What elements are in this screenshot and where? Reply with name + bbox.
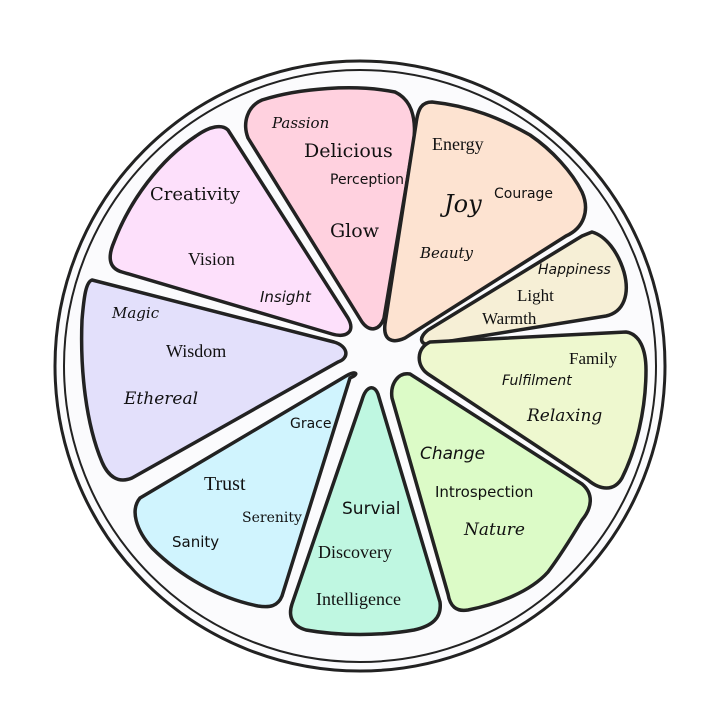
word-passion: Passion	[271, 114, 329, 132]
segment-cream	[419, 230, 628, 347]
word-discovery: Discovery	[318, 542, 392, 562]
word-ethereal: Ethereal	[123, 389, 198, 409]
word-happiness: Happiness	[538, 262, 611, 278]
word-trust: Trust	[204, 473, 246, 495]
word-glow: Glow	[330, 220, 380, 242]
word-survial: Survial	[342, 499, 400, 519]
segment-magenta	[108, 124, 353, 337]
word-creativity: Creativity	[150, 184, 241, 205]
word-grace: Grace	[290, 416, 332, 432]
word-courage: Courage	[494, 186, 553, 202]
word-beauty: Beauty	[419, 244, 474, 262]
word-light: Light	[517, 286, 554, 305]
word-intelligence: Intelligence	[316, 589, 401, 609]
word-introspection: Introspection	[435, 483, 533, 501]
word-serenity: Serenity	[242, 510, 302, 526]
segment-yellow-green	[417, 330, 648, 490]
word-energy: Energy	[432, 134, 484, 154]
word-change: Change	[420, 444, 485, 464]
word-insight: Insight	[260, 288, 312, 306]
word-warmth: Warmth	[482, 309, 537, 328]
word-joy: Joy	[439, 190, 482, 218]
segment-green	[389, 372, 592, 613]
word-sanity: Sanity	[172, 533, 219, 551]
word-magic: Magic	[111, 304, 160, 322]
word-relaxing: Relaxing	[526, 406, 602, 426]
word-wisdom: Wisdom	[166, 341, 226, 361]
word-delicious: Delicious	[304, 140, 393, 162]
word-vision: Vision	[188, 249, 235, 269]
segment-mint	[288, 386, 442, 637]
word-perception: Perception	[330, 172, 404, 188]
word-nature: Nature	[463, 520, 525, 540]
segment-lavender	[79, 278, 348, 482]
word-fulfilment: Fulfilment	[502, 373, 572, 389]
segment-cyan	[133, 371, 358, 609]
word-family: Family	[569, 349, 618, 368]
segment-peach	[383, 100, 588, 343]
